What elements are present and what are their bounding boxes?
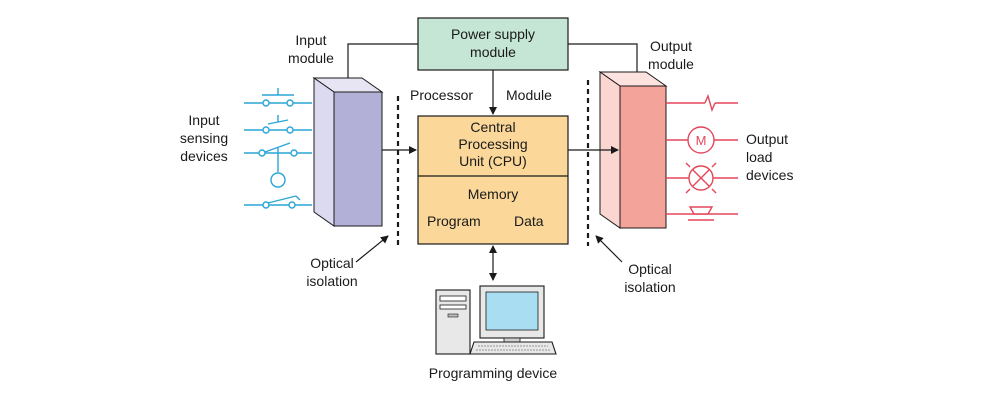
- input-sensing-devices: [244, 88, 312, 209]
- power-to-input-arrow: [344, 43, 418, 93]
- programming-device-computer: [435, 285, 557, 355]
- processor-label: Processor: [410, 87, 473, 103]
- memory-data-label: Data: [514, 213, 544, 229]
- output-module-label-line2: module: [648, 56, 694, 72]
- optical-left-line2: isolation: [306, 273, 357, 289]
- keyboard-icon: [469, 341, 557, 355]
- output-load-devices: [666, 93, 738, 221]
- power-to-output-arrow: [568, 43, 641, 82]
- optical-right-line2: isolation: [624, 279, 675, 295]
- output-devices-label-line1: Output: [746, 131, 788, 147]
- optical-right-line1: Optical: [628, 261, 672, 277]
- input-devices-label-line3: devices: [180, 148, 227, 164]
- module-label: Module: [506, 87, 552, 103]
- memory-label: Memory: [468, 186, 519, 202]
- input-module-label-line2: module: [288, 50, 334, 66]
- output-devices-label-line3: devices: [746, 167, 793, 183]
- optical-left-line1: Optical: [310, 255, 354, 271]
- motor-symbol: M: [696, 133, 707, 148]
- power-supply-label-line1: Power supply: [451, 26, 535, 42]
- monitor-icon: [479, 285, 545, 343]
- input-module-block: [312, 77, 384, 227]
- output-module-label-line1: Output: [650, 38, 692, 54]
- programming-device-label: Programming device: [429, 365, 558, 381]
- memory-program-label: Program: [427, 213, 481, 229]
- cpu-label-line3: Unit (CPU): [459, 153, 527, 169]
- input-module-label-line1: Input: [295, 32, 326, 48]
- cpu-label-line2: Processing: [458, 136, 527, 152]
- input-devices-label-line1: Input: [188, 112, 219, 128]
- input-devices-label-line2: sensing: [180, 130, 228, 146]
- processor-module: [417, 115, 569, 245]
- computer-tower-icon: [435, 289, 471, 355]
- left-isolation-leader: [355, 235, 389, 263]
- output-devices-label-line2: load: [746, 149, 772, 165]
- right-isolation-leader: [595, 235, 623, 263]
- power-wiring: [344, 43, 641, 115]
- power-supply-module: Power supply module: [417, 17, 569, 71]
- horn-icon: [688, 206, 714, 215]
- cpu-label-line1: Central: [470, 119, 515, 135]
- power-supply-label-line2: module: [470, 44, 516, 60]
